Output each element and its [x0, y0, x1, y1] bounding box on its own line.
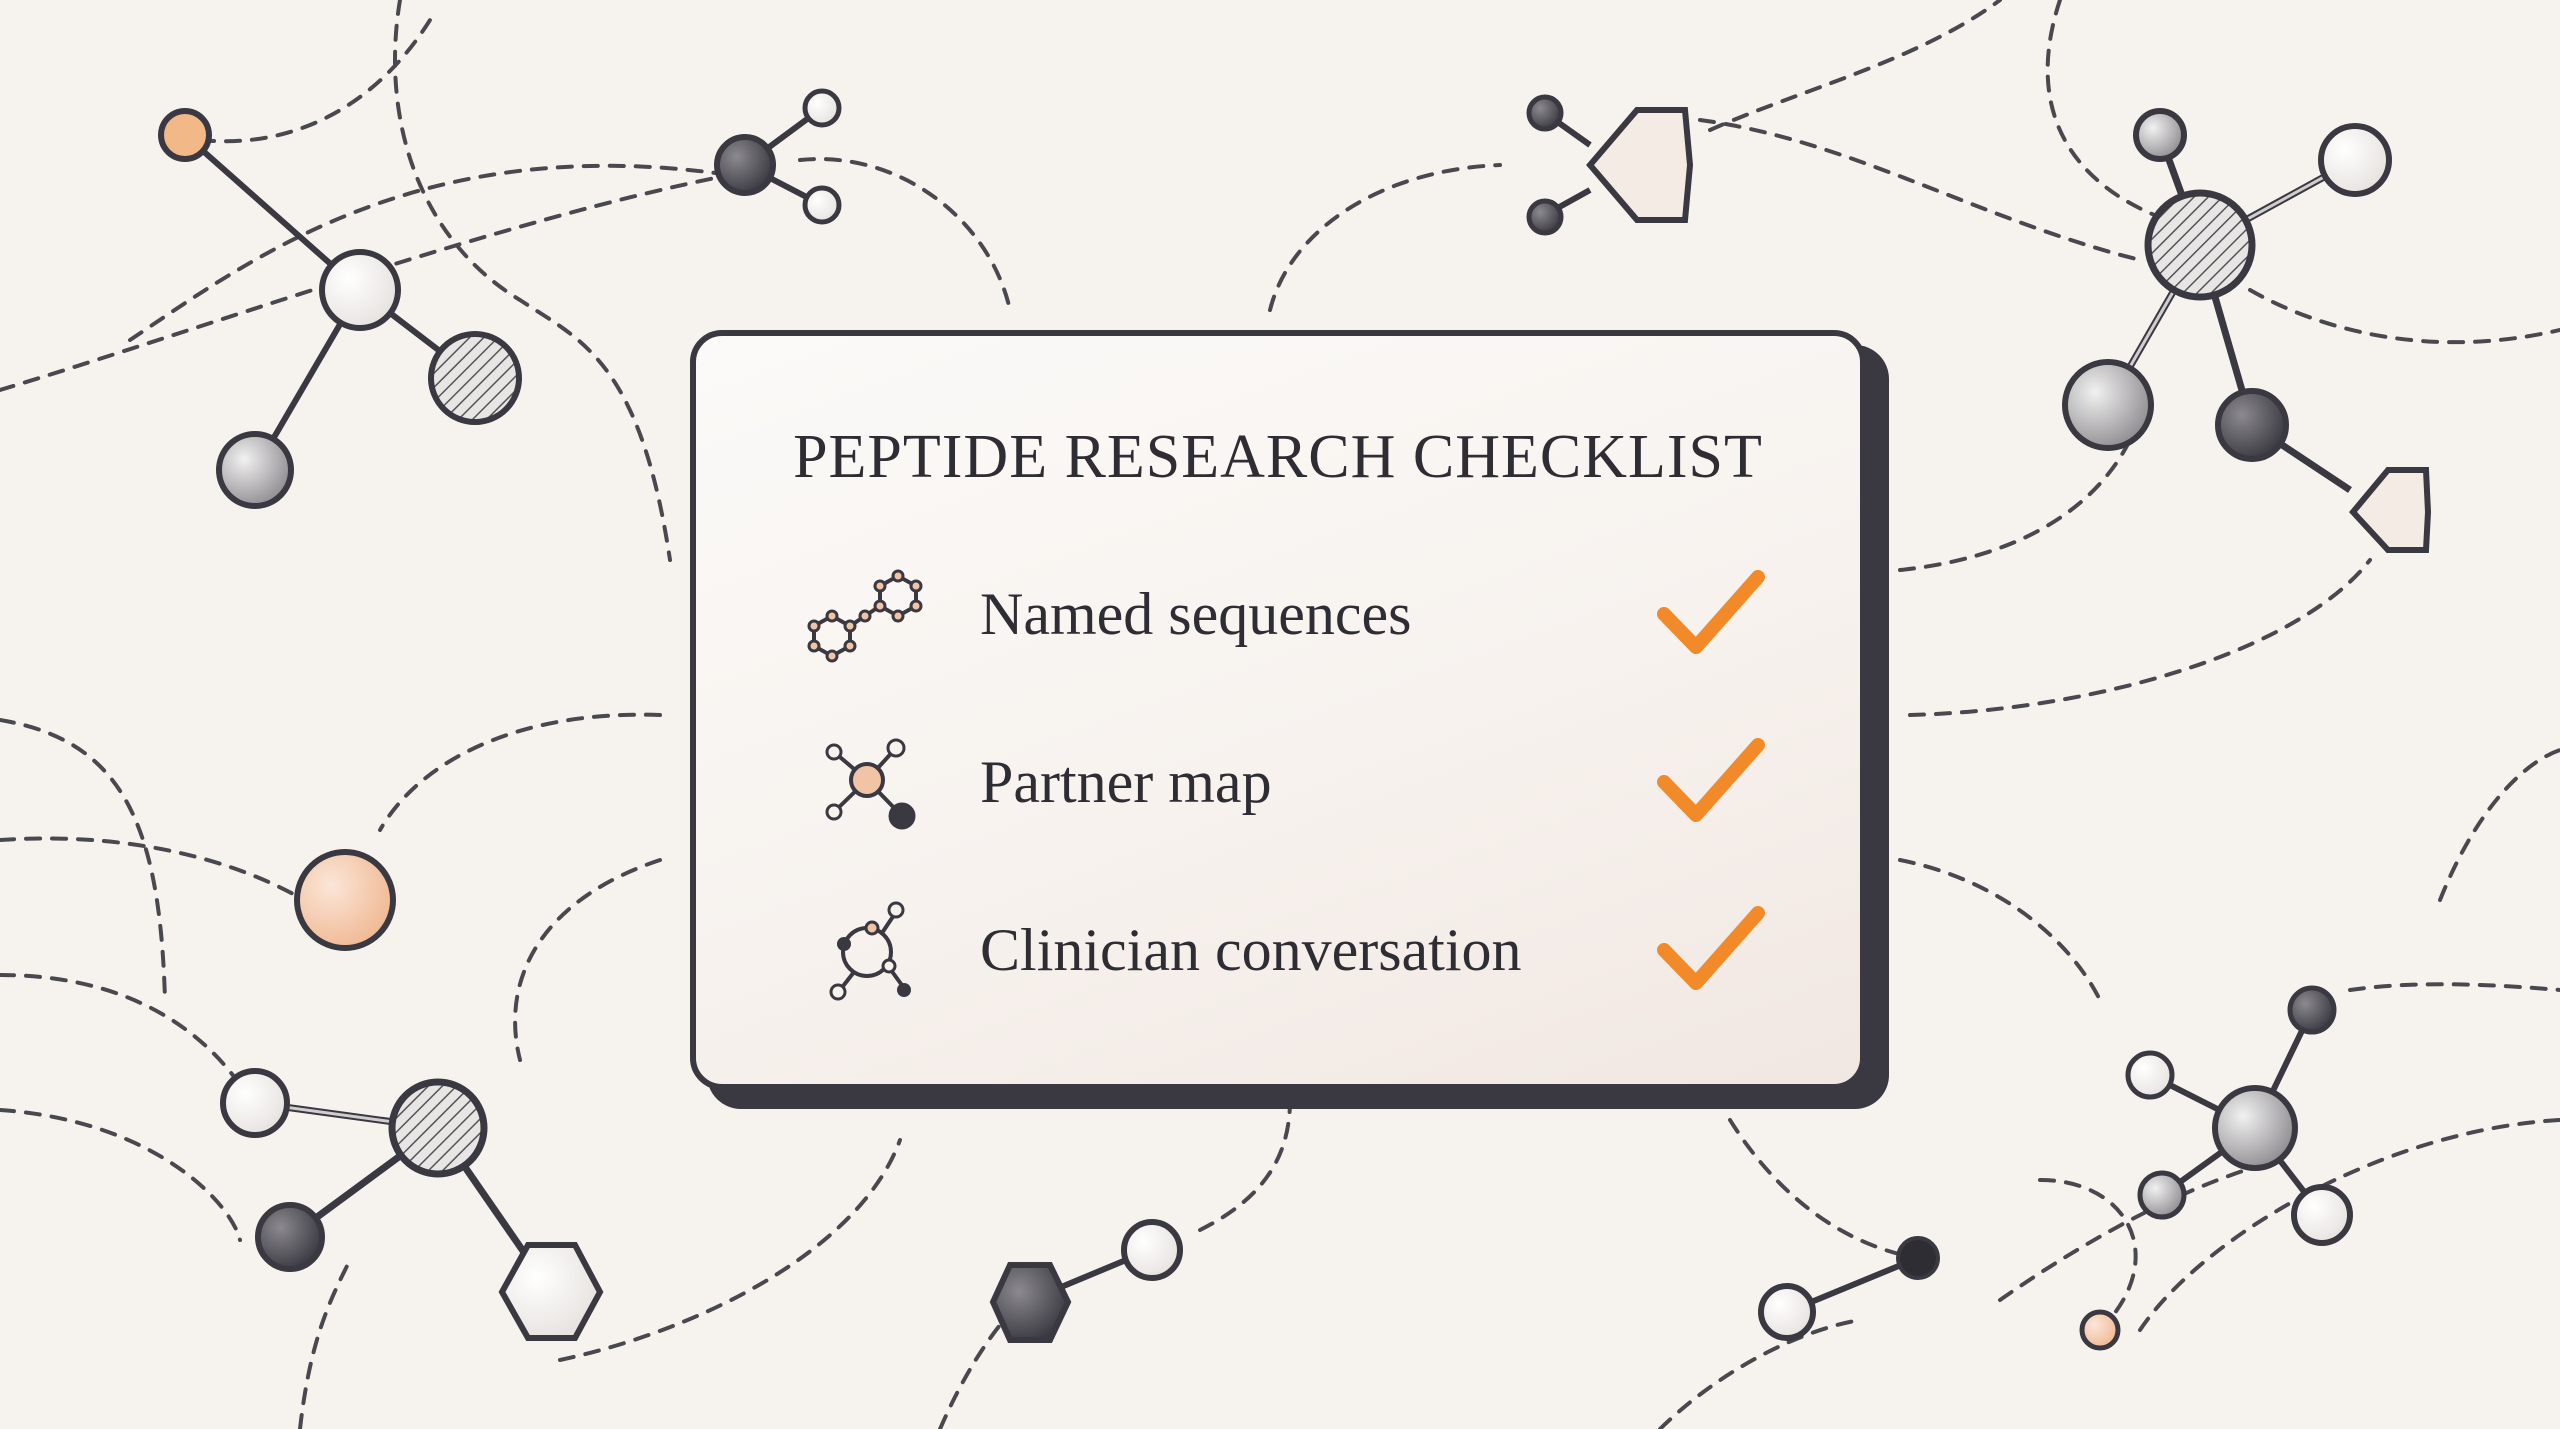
checklist-card: PEPTIDE RESEARCH CHECKLIST Named sequenc…	[690, 330, 1866, 1090]
hexagon-chain-icon	[807, 569, 923, 663]
checklist-title: PEPTIDE RESEARCH CHECKLIST	[793, 423, 1763, 491]
checklist-item-label: Partner map	[980, 749, 1272, 815]
checklist-item-label: Named sequences	[980, 581, 1412, 647]
checklist-item-clinician-conversation: Clinician conversation	[696, 880, 1860, 1020]
checkmark-icon	[1657, 906, 1765, 990]
network-node-icon	[825, 738, 916, 830]
checkmark-icon	[1657, 570, 1765, 654]
checklist-item-partner-map: Partner map	[696, 712, 1860, 852]
checklist-item-named-sequences: Named sequences	[696, 544, 1860, 684]
checkmark-icon	[1657, 738, 1765, 822]
ring-molecule-icon	[829, 901, 911, 1001]
checklist-item-label: Clinician conversation	[980, 917, 1522, 983]
